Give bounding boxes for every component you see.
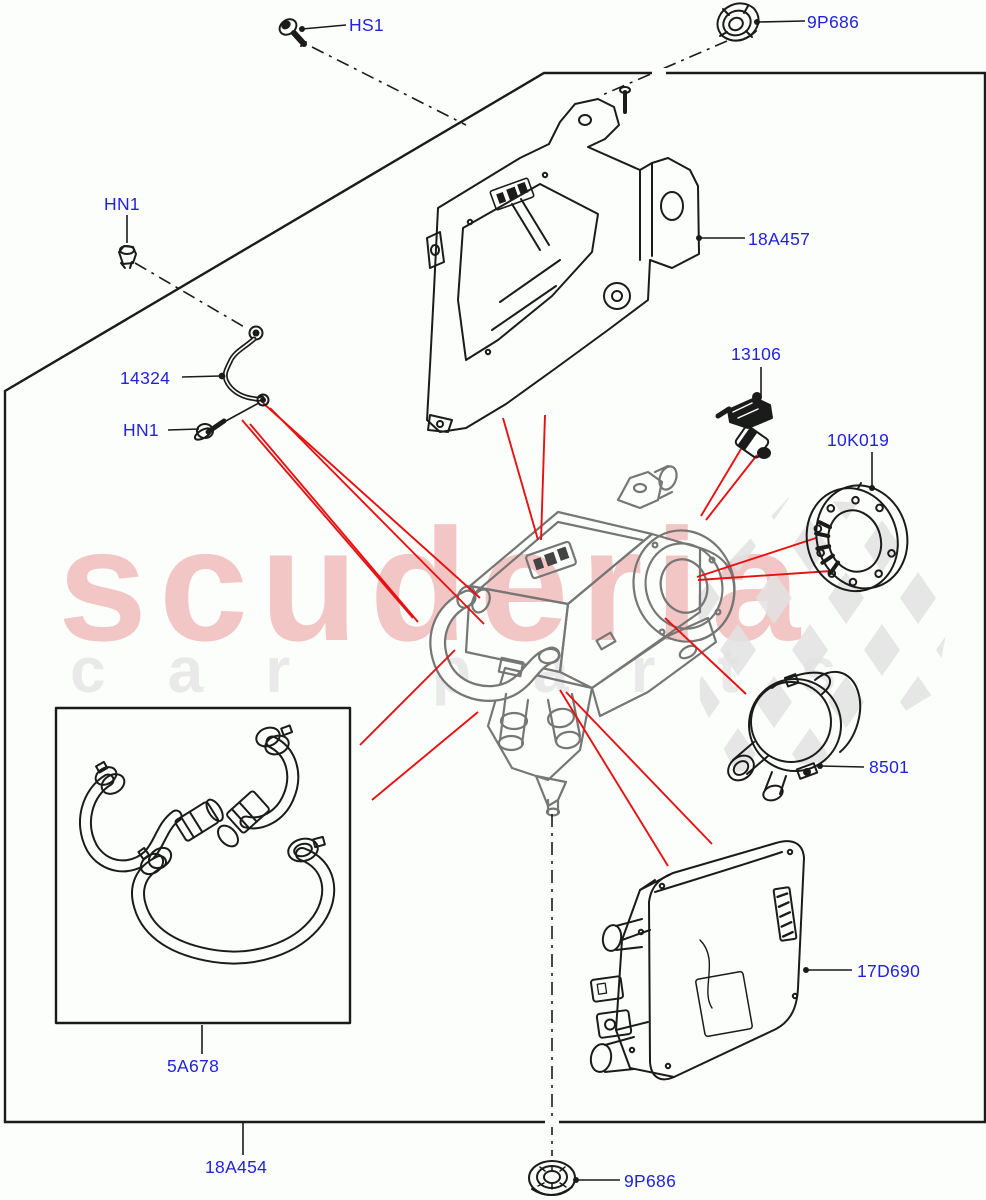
red-callout-lines <box>241 402 832 867</box>
hose-kit-drawing <box>54 706 352 1025</box>
control-module-drawing <box>589 840 805 1081</box>
bracket-drawing <box>426 86 700 433</box>
auxiliary-pump-drawing <box>727 670 862 802</box>
heater-assembly-drawing <box>429 464 736 817</box>
part-label-sensor[interactable]: 13106 <box>731 344 782 364</box>
sensor-drawing <box>715 392 773 459</box>
grommet-top-drawing <box>716 2 760 42</box>
nut-upper-drawing <box>118 245 137 269</box>
grommet-bottom-drawing <box>528 1160 576 1196</box>
part-label-nut-lower[interactable]: HN1 <box>123 420 159 440</box>
seal-ring-drawing <box>805 482 909 593</box>
part-label-control-module[interactable]: 17D690 <box>857 961 921 981</box>
part-label-hose-kit[interactable]: 5A678 <box>167 1056 220 1076</box>
part-label-assembly[interactable]: 18A454 <box>205 1157 268 1177</box>
part-label-grommet-bottom[interactable]: 9P686 <box>624 1171 677 1191</box>
part-label-seal-ring[interactable]: 10K019 <box>827 430 890 450</box>
part-label-nut-upper[interactable]: HN1 <box>104 194 140 214</box>
part-label-pump[interactable]: 8501 <box>869 757 910 777</box>
screw-hs1-drawing <box>278 18 307 47</box>
ground-strap-drawing <box>222 325 270 407</box>
checkered-flag-watermark <box>698 498 955 772</box>
part-label-hs1[interactable]: HS1 <box>349 15 384 35</box>
leader-lines <box>126 19 875 1183</box>
part-label-grommet-top[interactable]: 9P686 <box>807 12 860 32</box>
diagram-border <box>3 68 986 1127</box>
part-label-ground-strap[interactable]: 14324 <box>120 368 171 388</box>
part-label-bracket[interactable]: 18A457 <box>748 229 811 249</box>
nut-lower-drawing <box>193 403 258 441</box>
